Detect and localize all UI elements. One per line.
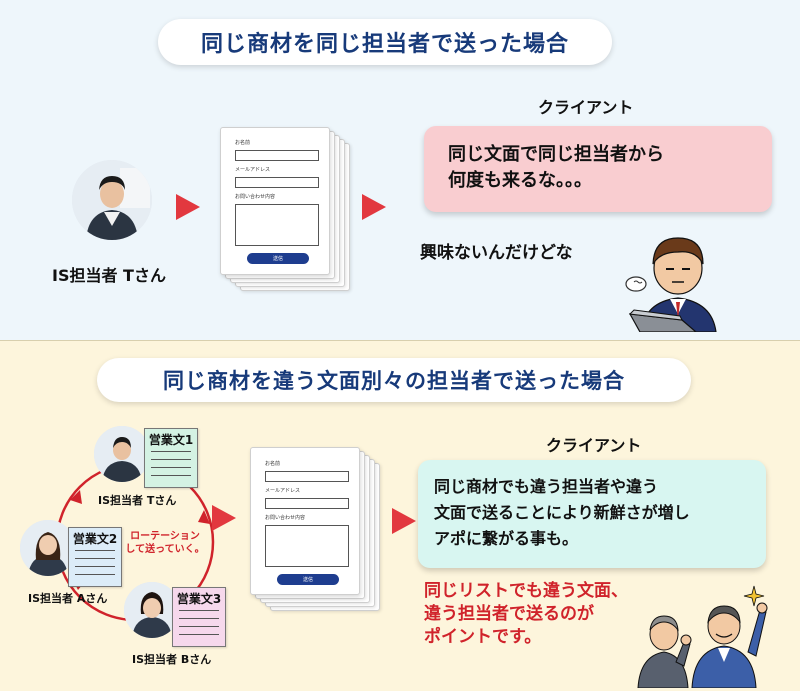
cycle-arrowhead-icon [198,510,210,524]
happy-clients-illustration [636,582,776,689]
inquiry-label: お問い合わせ内容 [235,194,276,200]
form-document-stack: お名前 メールアドレス お問い合わせ内容 送信 [220,127,360,302]
bored-client-icon [625,237,717,333]
inquiry-textarea[interactable] [235,204,319,246]
person-photo-icon [72,160,152,240]
member-avatar-b [124,582,180,638]
contact-form: お名前 メールアドレス お問い合わせ内容 送信 [220,127,330,275]
name-label: お名前 [265,461,281,467]
email-field[interactable] [235,177,319,188]
arrow-right-icon [212,505,236,531]
client-label-bottom: クライアント [546,436,642,455]
client-bubble-text-bottom: 同じ商材でも違う担当者や違う 文面で送ることにより新鮮さが増し アポに繋がる事も… [434,477,690,548]
point-text: 同じリストでも違う文面、 違う担当者で送るのが ポイントです。 [424,581,628,647]
sales-text-note-2: 営業文2 [68,527,122,587]
contact-form: お名前 メールアドレス お問い合わせ内容 送信 [250,447,360,595]
name-label: お名前 [235,140,251,146]
cycle-arrowhead-icon [70,490,82,504]
name-field[interactable] [265,471,349,482]
submit-button[interactable]: 送信 [277,574,339,585]
client-bubble-text-top: 同じ文面で同じ担当者から 何度も来るな。。。 [448,144,664,191]
client-speech-bubble-bottom: 同じ商材でも違う担当者や違う 文面で送ることにより新鮮さが増し アポに繋がる事も… [418,460,766,568]
arrow-right-icon [392,508,416,534]
sender-label-top: IS担当者 Tさん [52,266,166,285]
top-heading: 同じ商材を同じ担当者で送った場合 [158,19,612,65]
form-document-stack: お名前 メールアドレス お問い合わせ内容 送信 [250,447,390,617]
bottom-heading-text: 同じ商材を違う文面別々の担当者で送った場合 [163,369,625,393]
sales-text-2-title: 営業文2 [72,532,118,546]
sales-text-note-1: 営業文1 [144,428,198,488]
inquiry-textarea[interactable] [265,525,349,567]
sender-avatar-t [72,160,152,240]
happy-clients-icon [637,585,768,689]
person-photo-icon [20,520,76,576]
inquiry-label: お問い合わせ内容 [265,515,306,521]
bored-client-illustration [620,222,730,333]
member-avatar-a [20,520,76,576]
member-avatar-t [94,426,150,482]
member-label-t: IS担当者 Tさん [98,494,177,507]
person-photo-icon [124,582,180,638]
client-speech-bubble-top: 同じ文面で同じ担当者から 何度も来るな。。。 [424,126,772,212]
person-photo-icon [94,426,150,482]
member-label-a: IS担当者 Aさん [28,592,108,605]
sales-text-1-title: 営業文1 [148,433,194,447]
arrow-right-icon [362,194,386,220]
top-heading-text: 同じ商材を同じ担当者で送った場合 [200,32,569,57]
client-label-top: クライアント [538,98,634,117]
sales-text-note-3: 営業文3 [172,587,226,647]
arrow-right-icon [176,194,200,220]
bottom-heading: 同じ商材を違う文面別々の担当者で送った場合 [97,358,691,402]
name-field[interactable] [235,150,319,161]
sales-text-3-title: 営業文3 [176,592,222,606]
email-label: メールアドレス [265,488,301,494]
submit-button[interactable]: 送信 [247,253,309,264]
client-thought: 興味ないんだけどな [420,243,573,263]
email-label: メールアドレス [235,167,271,173]
member-label-b: IS担当者 Bさん [132,653,212,666]
rotation-text: ローテーション して送っていく。 [125,531,205,555]
email-field[interactable] [265,498,349,509]
